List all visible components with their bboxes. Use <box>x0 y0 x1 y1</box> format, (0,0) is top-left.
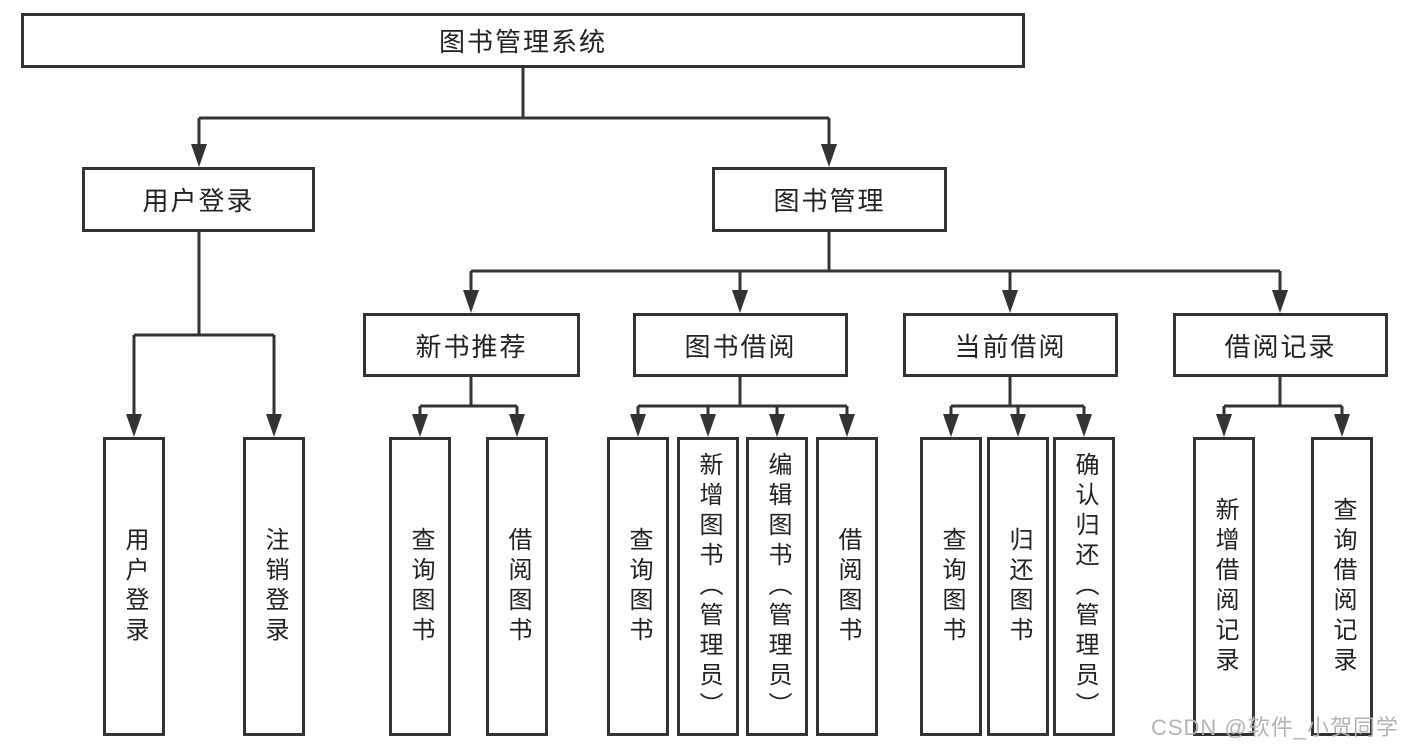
leaf-user-login: 用户登录 <box>103 437 165 736</box>
node-borrow-record: 借阅记录 <box>1173 313 1388 377</box>
leaf-logout: 注销登录 <box>243 437 305 736</box>
node-book-borrow: 图书借阅 <box>633 313 848 377</box>
node-user-login: 用户登录 <box>82 167 315 232</box>
leaf-return-books: 归还图书 <box>987 437 1049 736</box>
leaf-edit-books-admin: 编辑图书（管理员） <box>746 437 808 736</box>
node-current-borrow: 当前借阅 <box>903 313 1118 377</box>
node-new-book-recommend: 新书推荐 <box>363 313 580 377</box>
leaf-add-borrow-record: 新增借阅记录 <box>1193 437 1255 736</box>
leaf-add-books-admin: 新增图书（管理员） <box>677 437 739 736</box>
leaf-borrow-books: 借阅图书 <box>816 437 878 736</box>
csdn-watermark: CSDN @软件_小贺同学 <box>1150 715 1399 740</box>
leaf-borrow-query-books: 查询图书 <box>607 437 669 736</box>
leaf-recommend-query-books: 查询图书 <box>389 437 451 736</box>
node-book-management: 图书管理 <box>712 167 947 232</box>
leaf-query-borrow-record: 查询借阅记录 <box>1311 437 1373 736</box>
leaf-confirm-return-admin: 确认归还（管理员） <box>1053 437 1115 736</box>
node-library-management-system: 图书管理系统 <box>21 13 1025 68</box>
leaf-current-query-books: 查询图书 <box>920 437 982 736</box>
leaf-recommend-borrow-books: 借阅图书 <box>486 437 548 736</box>
